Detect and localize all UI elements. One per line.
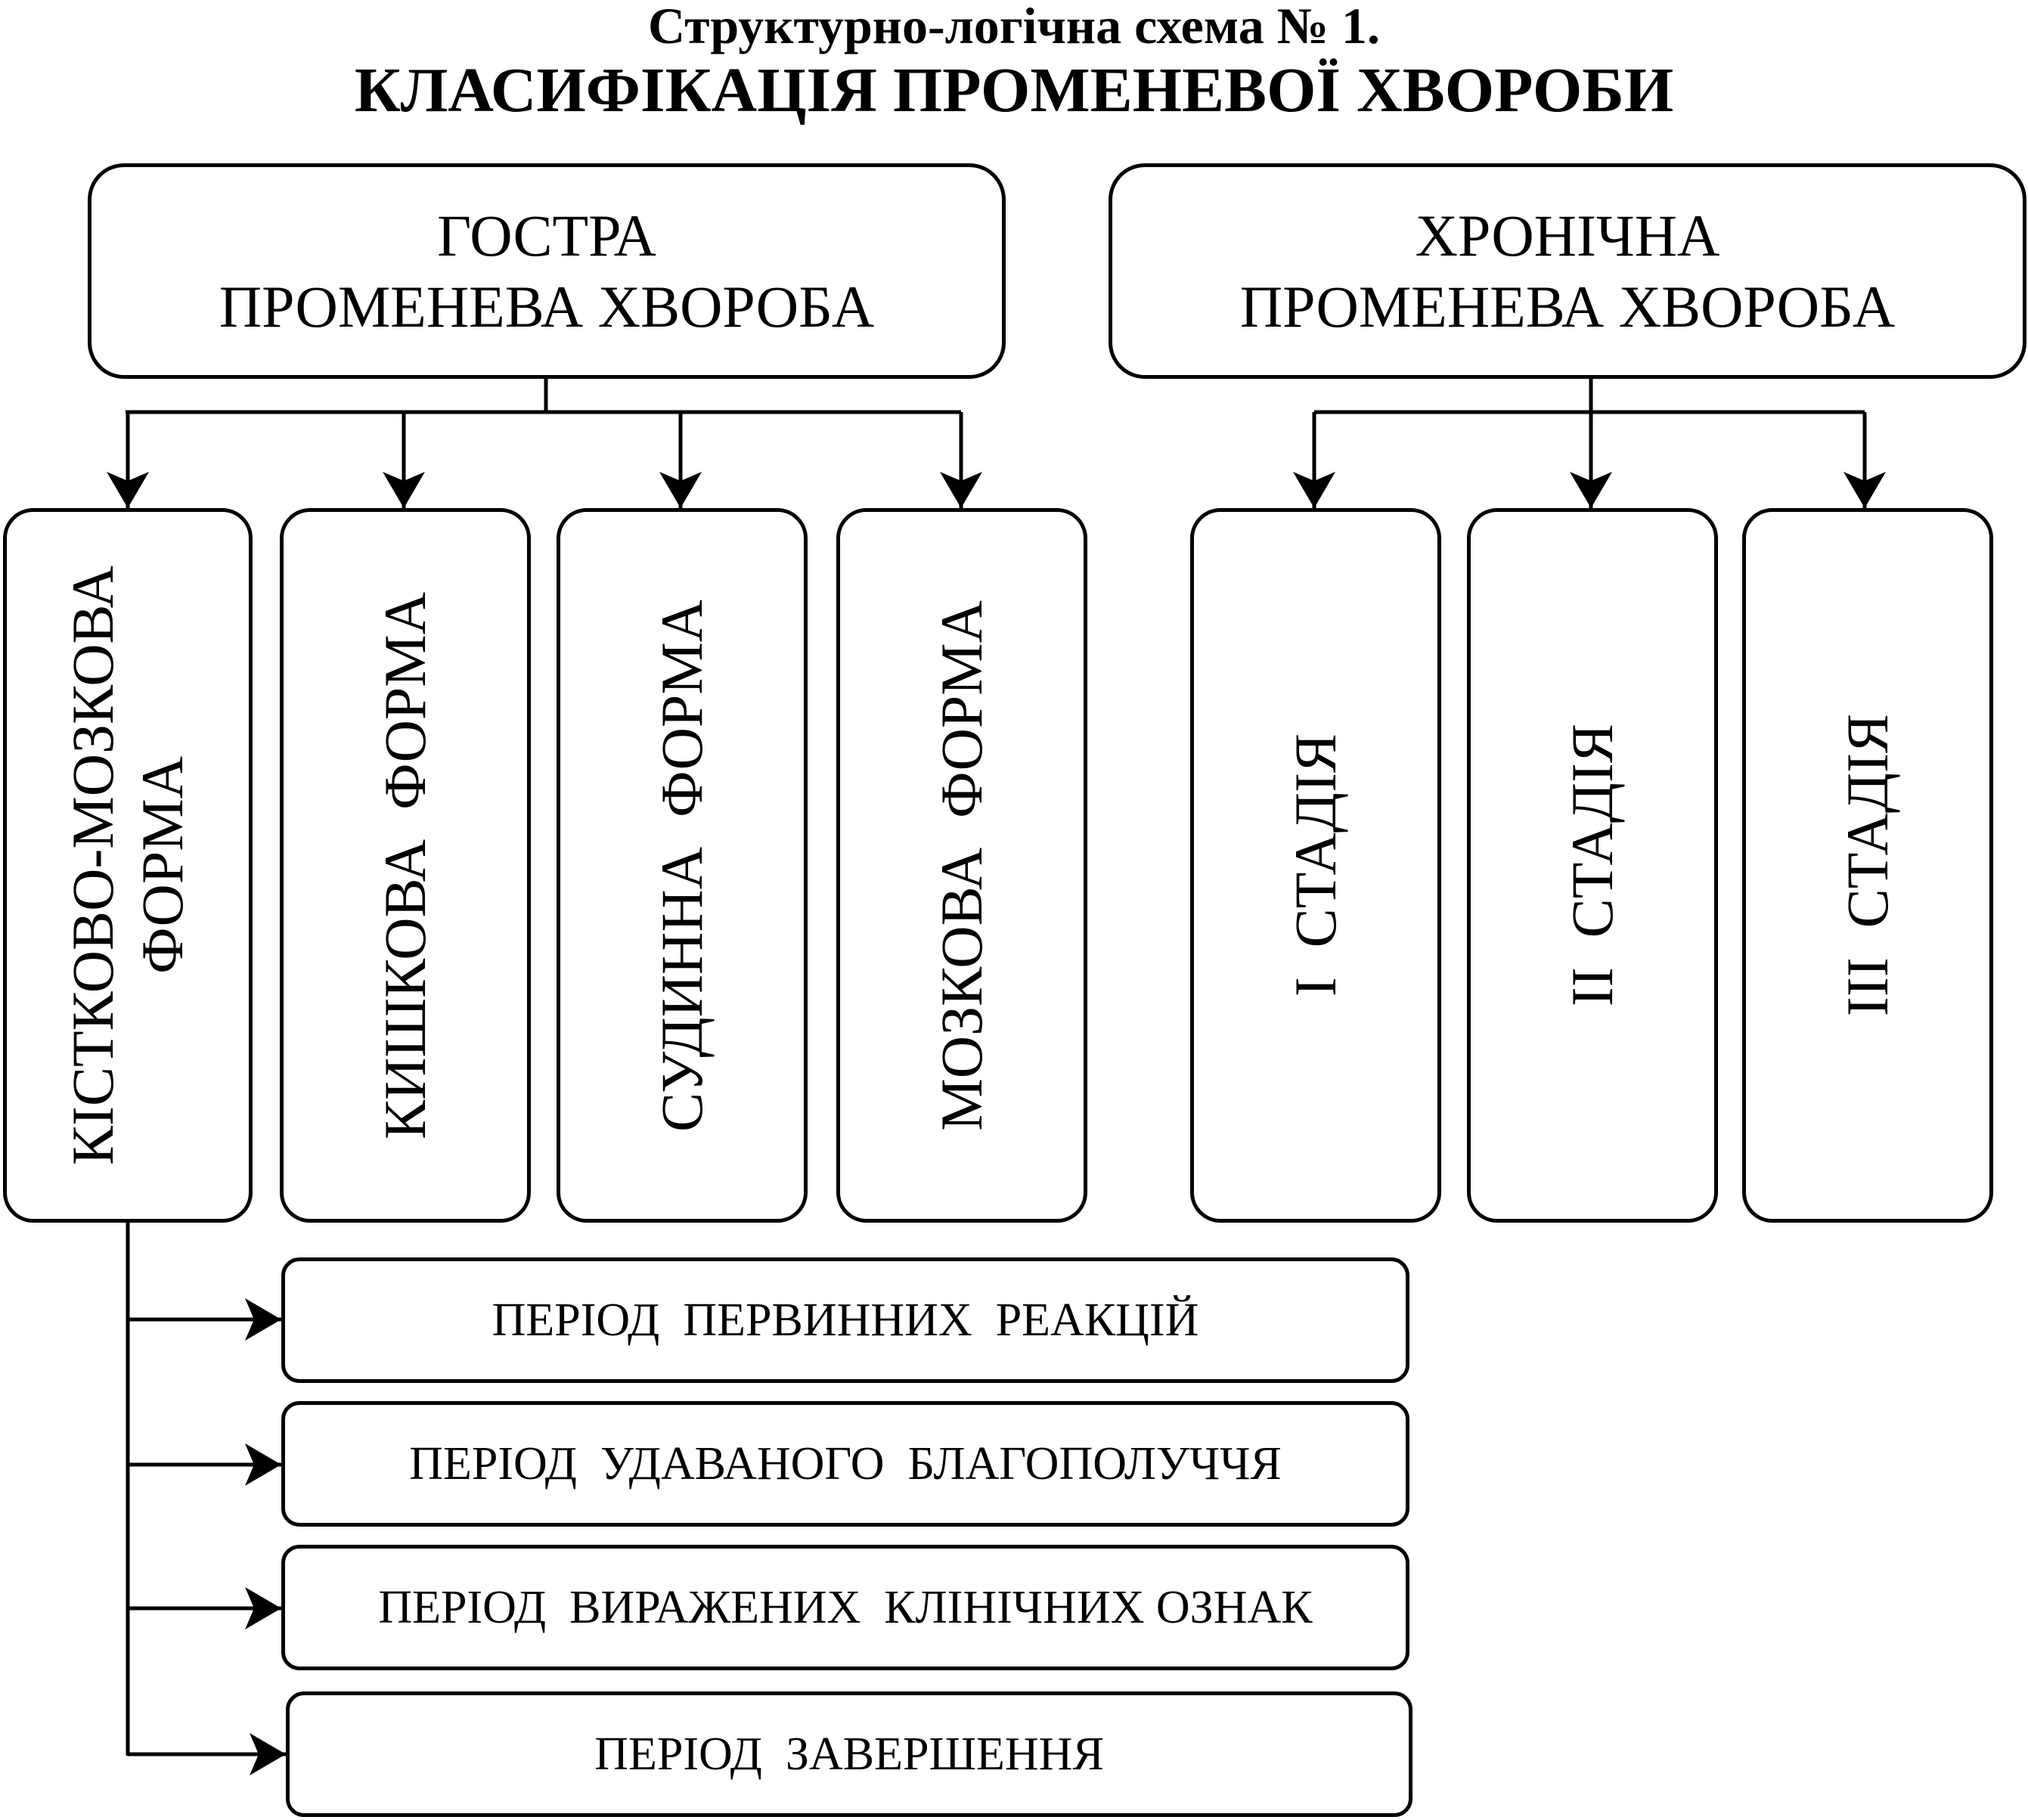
period-box-4: ПЕРІОД ЗАВЕРШЕННЯ bbox=[286, 1691, 1412, 1817]
stage-box-2: II СТАДІЯ bbox=[1467, 508, 1718, 1223]
diagram-subtitle: Структурно-логічна схема № 1. bbox=[647, 0, 1381, 54]
form-box-bone-marrow: КІСТКОВО-МОЗКОВА ФОРМА bbox=[3, 508, 253, 1223]
period-box-2: ПЕРІОД УДАВАНОГО БЛАГОПОЛУЧЧЯ bbox=[281, 1401, 1409, 1527]
period-label-4: ПЕРІОД ЗАВЕРШЕННЯ bbox=[594, 1728, 1104, 1780]
chronic-radiation-sickness-box: ХРОНІЧНА ПРОМЕНЕВА ХВОРОБА bbox=[1109, 163, 2026, 379]
period-label-3: ПЕРІОД ВИРАЖЕНИХ КЛІНІЧНИХ ОЗНАК bbox=[378, 1581, 1313, 1633]
chronic-box-line1: ХРОНІЧНА bbox=[1415, 202, 1720, 268]
stage-box-1: I СТАДІЯ bbox=[1190, 508, 1441, 1223]
period-box-1: ПЕРІОД ПЕРВИННИХ РЕАКЦІЙ bbox=[281, 1257, 1409, 1383]
stage-box-3: III СТАДІЯ bbox=[1742, 508, 1993, 1223]
form-box-intestinal: КИШКОВА ФОРМА bbox=[280, 508, 531, 1223]
form-box-vascular: СУДИННА ФОРМА bbox=[557, 508, 808, 1223]
period-label-2: ПЕРІОД УДАВАНОГО БЛАГОПОЛУЧЧЯ bbox=[409, 1437, 1282, 1490]
period-label-1: ПЕРІОД ПЕРВИННИХ РЕАКЦІЙ bbox=[491, 1294, 1199, 1346]
diagram-title: КЛАСИФІКАЦІЯ ПРОМЕНЕВОЇ ХВОРОБИ bbox=[354, 55, 1674, 126]
acute-box-line2: ПРОМЕНЕВА ХВОРОБА bbox=[219, 273, 875, 340]
chronic-box-line2: ПРОМЕНЕВА ХВОРОБА bbox=[1239, 273, 1896, 340]
acute-box-line1: ГОСТРА bbox=[437, 202, 656, 268]
acute-radiation-sickness-box: ГОСТРА ПРОМЕНЕВА ХВОРОБА bbox=[88, 163, 1006, 379]
form-box-cerebral: МОЗКОВА ФОРМА bbox=[836, 508, 1087, 1223]
period-box-3: ПЕРІОД ВИРАЖЕНИХ КЛІНІЧНИХ ОЗНАК bbox=[281, 1545, 1409, 1670]
